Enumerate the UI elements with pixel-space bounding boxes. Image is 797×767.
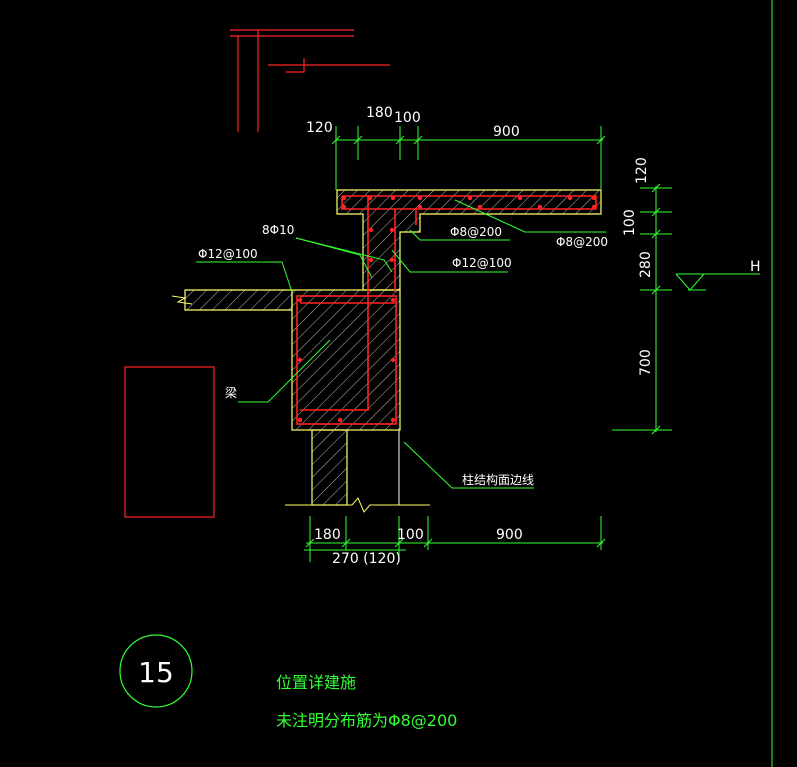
note-line-1: 位置详建施 bbox=[276, 673, 356, 692]
red-frame-box bbox=[124, 366, 215, 518]
detail-number-circle bbox=[119, 634, 193, 708]
dim-right-700: 700 bbox=[638, 349, 654, 376]
note-line-2: 未注明分布筋为Φ8@200 bbox=[276, 711, 457, 730]
dim-top-900: 900 bbox=[493, 124, 520, 140]
left-slab bbox=[171, 289, 293, 311]
column-below bbox=[311, 429, 348, 506]
rebar-cage bbox=[296, 195, 597, 425]
detail-number: 15 bbox=[138, 656, 174, 689]
beam-section bbox=[291, 289, 401, 431]
dim-right-120: 120 bbox=[634, 157, 650, 184]
label-column-edge: 柱结构面边线 bbox=[462, 472, 534, 487]
dim-bottom-180: 180 bbox=[314, 527, 341, 543]
label-beam: 梁 bbox=[225, 385, 237, 400]
dim-top-180: 180 bbox=[366, 105, 393, 121]
dim-right-280: 280 bbox=[638, 251, 654, 278]
dim-top-120: 120 bbox=[306, 120, 333, 136]
dim-right-100: 100 bbox=[622, 209, 638, 236]
label-phi12-100-right: Φ12@100 bbox=[452, 256, 512, 270]
level-marker bbox=[675, 273, 760, 291]
right-dimension-line bbox=[612, 183, 672, 435]
level-label: H bbox=[750, 259, 761, 275]
label-8phi10: 8Φ10 bbox=[262, 223, 294, 237]
rebar-dots bbox=[297, 195, 597, 423]
top-dimension-line bbox=[331, 126, 606, 190]
break-line bbox=[285, 497, 430, 513]
dim-top-100: 100 bbox=[394, 110, 421, 126]
label-phi8-200-stem: Φ8@200 bbox=[450, 225, 502, 239]
leader-lines bbox=[196, 199, 606, 489]
dim-bottom-100: 100 bbox=[397, 527, 424, 543]
red-fragment-top bbox=[230, 29, 390, 132]
dim-bottom-900: 900 bbox=[496, 527, 523, 543]
dim-bottom-total: 270 (120) bbox=[332, 551, 401, 567]
bottom-dimension-line bbox=[304, 516, 606, 562]
flange-slab bbox=[336, 189, 602, 291]
label-phi12-100-left: Φ12@100 bbox=[198, 247, 258, 261]
label-phi8-200-slab: Φ8@200 bbox=[556, 235, 608, 249]
